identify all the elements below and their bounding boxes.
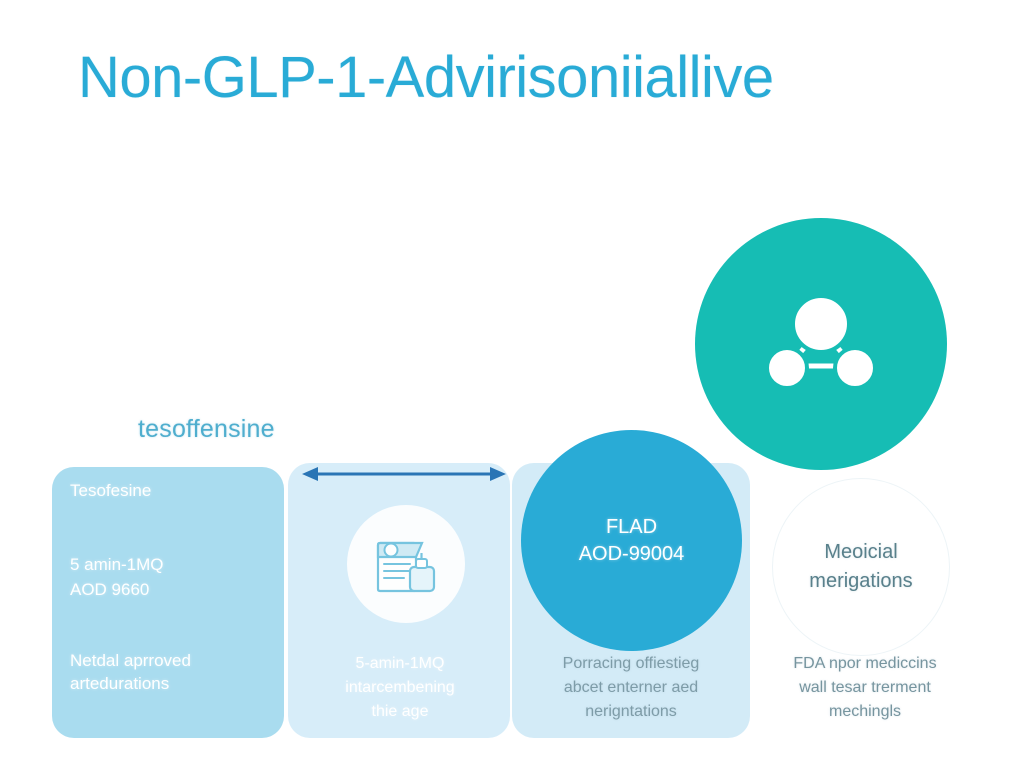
double-headed-arrow-icon bbox=[300, 460, 508, 488]
card1-mid-line-2: AOD 9660 bbox=[70, 579, 150, 599]
card4-footer-line-1: FDA npor mediccins bbox=[793, 655, 937, 672]
card4-heading-circle: Meoicial merigations bbox=[772, 478, 950, 656]
prescription-bottle-icon bbox=[347, 505, 465, 623]
card4-heading: Meoicial merigations bbox=[809, 538, 912, 596]
card1-footer-line-1: Netdal aprroved bbox=[70, 651, 191, 670]
flad-circle-badge[interactable]: FLAD AOD-99004 bbox=[521, 430, 742, 651]
blue-circle-line-2: AOD-99004 bbox=[578, 542, 685, 565]
card3-footer-line-2: abcet enterner aed bbox=[563, 679, 699, 696]
card1-mid-text: 5 amin-1MQ AOD 9660 bbox=[70, 553, 164, 602]
blue-circle-line-1: FLAD bbox=[605, 515, 658, 538]
page-title: Non-GLP-1-Advirisoniiallive bbox=[78, 45, 774, 110]
card2-footer-text: 5-amin-1MQ intarcembening thie age bbox=[300, 652, 500, 724]
card3-footer-line-1: Porracing offiestieg bbox=[562, 655, 700, 672]
subtitle-label: tesoffensine bbox=[138, 415, 275, 443]
card1-heading: Tesofesine bbox=[70, 481, 152, 500]
card-tesofesine[interactable]: Tesofesine 5 amin-1MQ AOD 9660 Netdal ap… bbox=[52, 467, 284, 738]
card4-footer-line-3: mechingls bbox=[828, 703, 902, 720]
card4-heading-line-2: merigations bbox=[809, 570, 913, 592]
card4-footer-line-2: wall tesar trerment bbox=[799, 679, 931, 696]
card3-footer-line-3: nerigntations bbox=[585, 703, 677, 720]
molecule-network-icon bbox=[765, 294, 877, 390]
card1-footer-text: Netdal aprroved artedurations bbox=[70, 650, 270, 696]
card4-footer-text: FDA npor mediccins wall tesar trerment m… bbox=[762, 652, 968, 724]
card3-footer-text: Porracing offiestieg abcet enterner aed … bbox=[522, 652, 740, 724]
card1-mid-line-1: 5 amin-1MQ bbox=[70, 555, 164, 574]
molecule-circle-badge[interactable] bbox=[695, 218, 947, 470]
card4-heading-line-1: Meoicial bbox=[824, 541, 898, 563]
card2-footer-line-1: 5-amin-1MQ bbox=[355, 655, 445, 672]
card2-footer-line-3: thie age bbox=[371, 703, 429, 720]
card2-footer-line-2: intarcembening bbox=[345, 679, 455, 696]
card1-footer-line-2: artedurations bbox=[70, 673, 170, 693]
